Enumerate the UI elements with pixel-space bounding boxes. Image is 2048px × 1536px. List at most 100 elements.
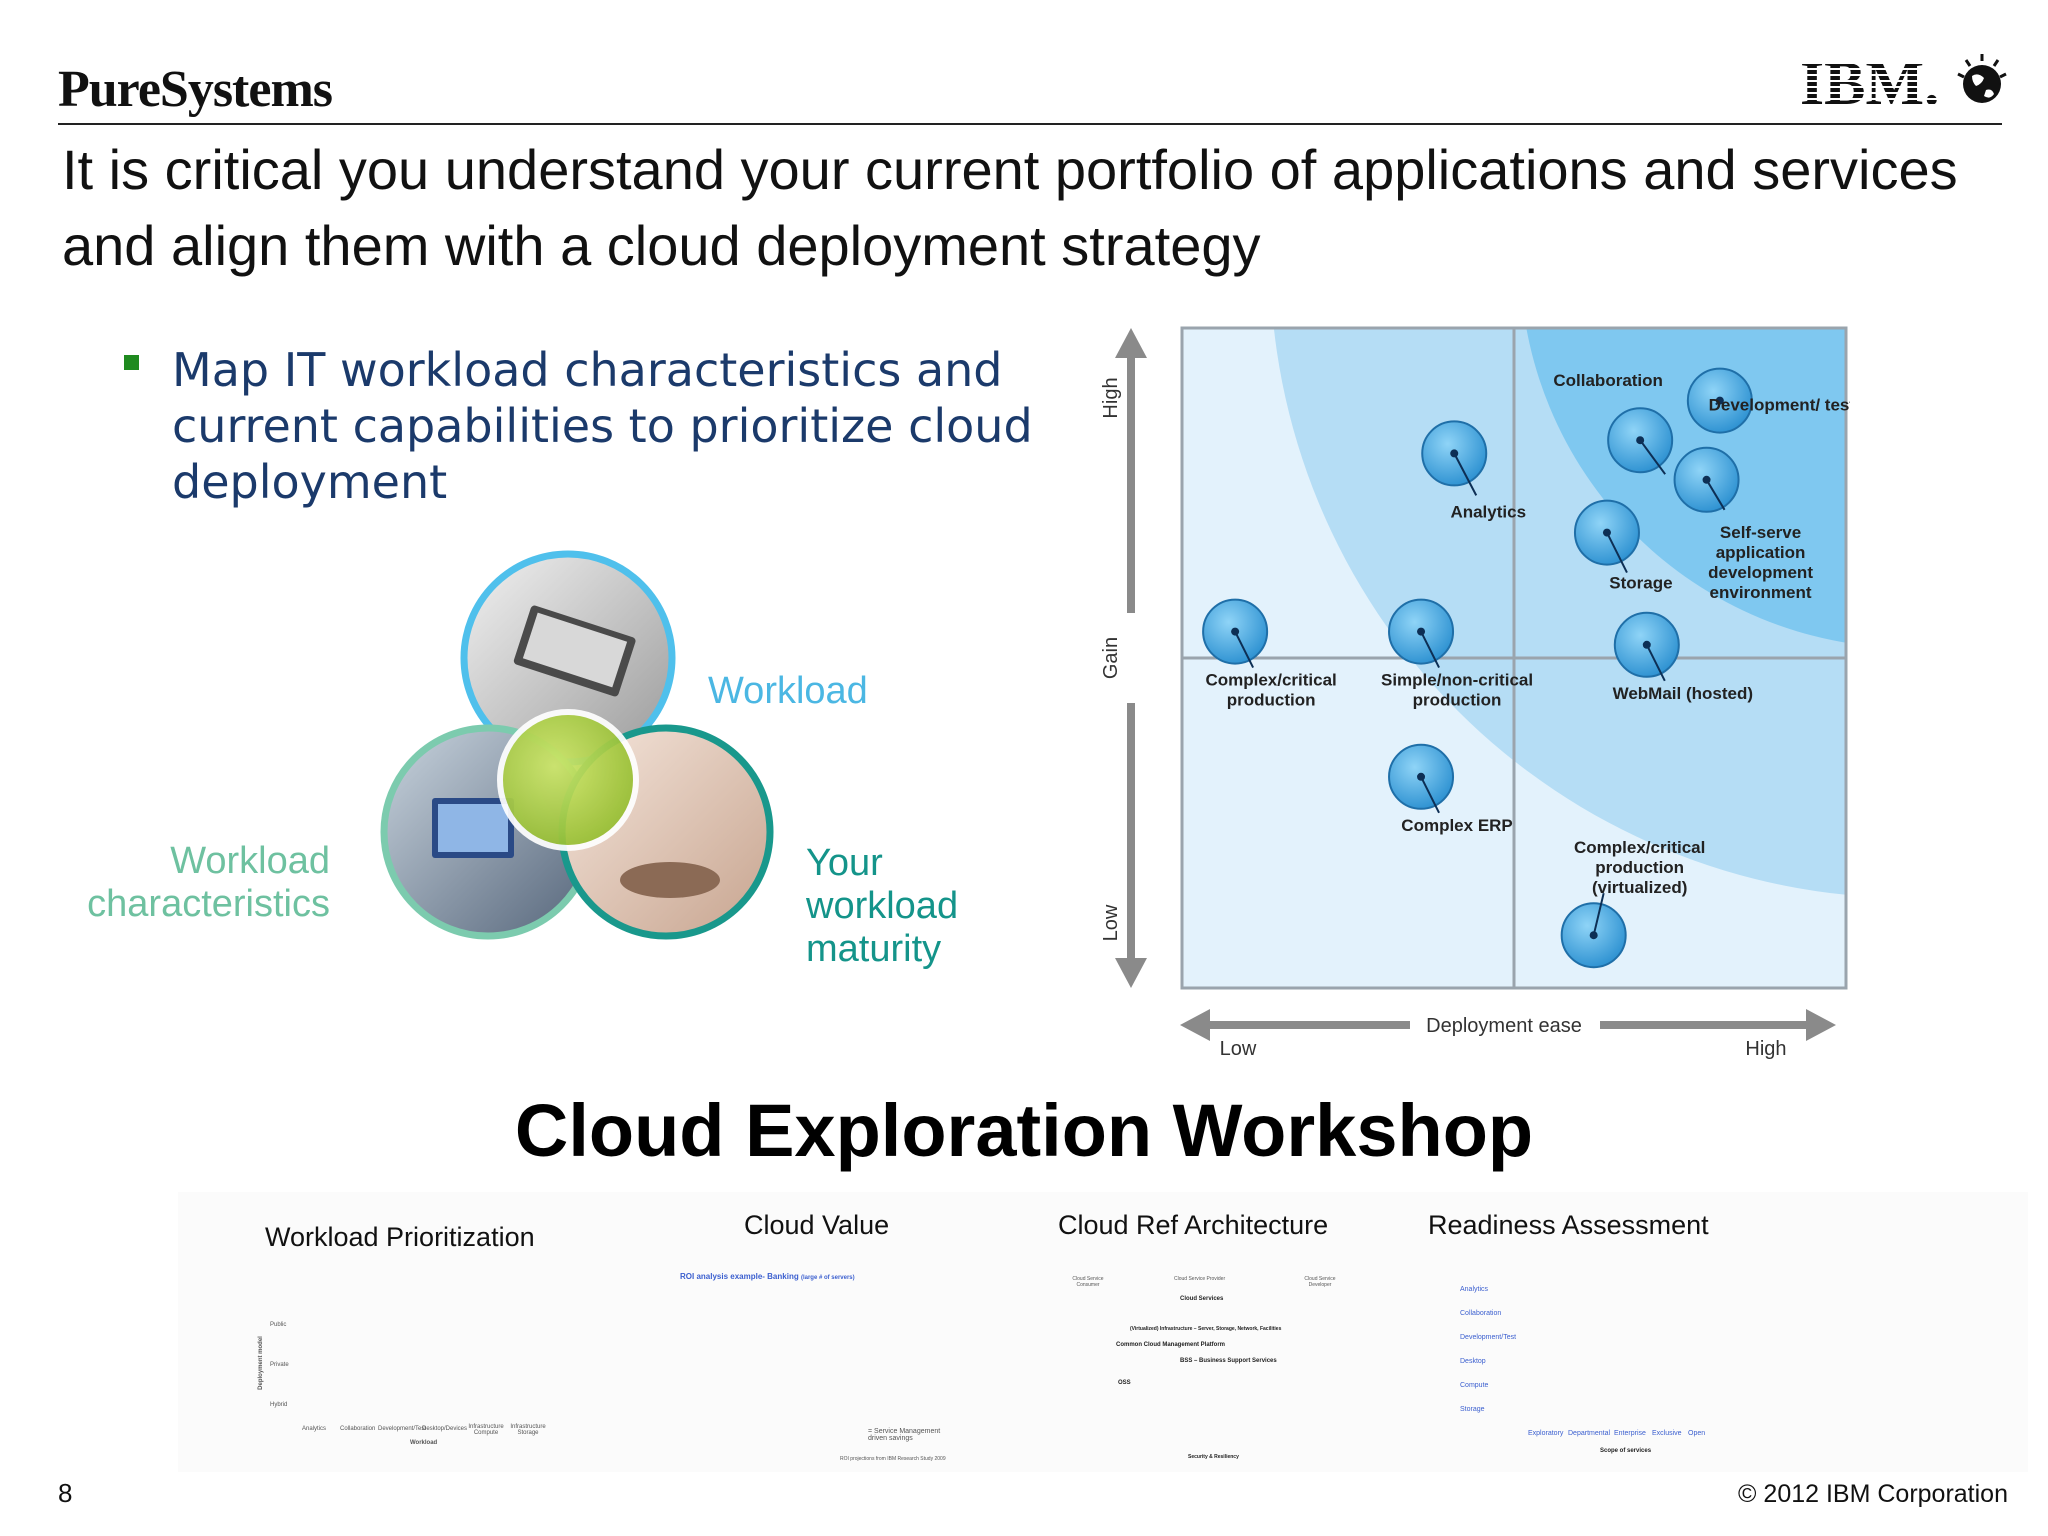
bullet-text: Map IT workload characteristics and curr… <box>172 343 1033 509</box>
page-number: 8 <box>58 1478 73 1508</box>
point-leader <box>1606 532 1628 574</box>
point-leader <box>1234 631 1255 669</box>
venn-label-characteristics: Workload characteristics <box>40 840 330 926</box>
workshop-thumbnails-band <box>178 1192 2028 1472</box>
point-label: Storage <box>1609 574 1672 593</box>
thumb1-xlabel: Workload <box>410 1440 438 1446</box>
thumb2-legend: = Service Management driven savings <box>868 1428 941 1442</box>
thumb4-col: Open <box>1688 1430 1706 1437</box>
thumb2-heading-note: (large # of servers) <box>800 1275 855 1281</box>
thumb1-col: Infrastructure Storage <box>510 1424 546 1436</box>
overlap-circle <box>497 709 639 851</box>
thumb1-col: Development/Test <box>378 1426 427 1432</box>
venn-label-maturity: Your workload maturity <box>806 842 958 971</box>
chart-point: Analytics <box>1421 420 1526 521</box>
chart-point: Complex ERP <box>1388 743 1513 835</box>
point-label: Complex ERP <box>1401 816 1512 835</box>
thumb3-col: Cloud Service Provider <box>1174 1276 1226 1282</box>
ibm-logo: IBM. <box>1800 50 2010 119</box>
venn-label-workload: Workload <box>708 670 868 712</box>
thumb4-row: Storage <box>1460 1406 1485 1413</box>
thumb1-col: Desktop/Devices <box>422 1426 468 1432</box>
thumb3-col: Cloud Service Consumer <box>1072 1276 1104 1288</box>
point-leader <box>1715 399 1721 406</box>
thumb4-col: Exclusive <box>1652 1430 1682 1437</box>
thumb-title-cloud-value: Cloud Value <box>744 1210 890 1240</box>
thumb-cloud-value: ROI analysis example- Banking (large # o… <box>670 1272 970 1472</box>
thumb4-row: Desktop <box>1460 1358 1486 1365</box>
point-leader <box>1645 644 1666 682</box>
point-label: Analytics <box>1450 502 1526 521</box>
thumb2-heading: ROI analysis example- Banking (large # o… <box>680 1272 855 1281</box>
point-label: WebMail (hosted) <box>1613 684 1753 703</box>
thumb3-cloud-services: Cloud Services <box>1180 1296 1224 1302</box>
workshop-title: Cloud Exploration Workshop <box>514 1089 1534 1172</box>
chart-point: Development/ test <box>1686 367 1855 434</box>
y-axis-arrowhead-up <box>1115 328 1147 358</box>
prioritization-chart: Gain High Low Deployment ease Low High C… <box>1090 318 1855 1083</box>
thumb4-col: Departmental <box>1568 1430 1611 1437</box>
venn-label-maturity-line3: maturity <box>806 928 942 970</box>
thumb1-ylabel: Deployment model <box>257 1336 264 1390</box>
venn-label-characteristics-line2: characteristics <box>87 883 330 925</box>
thumb1-col: Analytics <box>302 1426 327 1432</box>
y-axis-high-label: High <box>1100 377 1122 418</box>
point-center <box>1417 627 1426 636</box>
ibm-logo-text: IBM. <box>1800 52 1940 114</box>
x-axis-arrowhead-right <box>1806 1009 1836 1041</box>
point-leader <box>1592 892 1605 936</box>
bullet-marker <box>124 355 139 370</box>
thumb2-footer: ROI projections from IBM Research Study … <box>840 1456 946 1462</box>
thumb1-row: Private <box>270 1362 289 1368</box>
x-axis-label: Deployment ease <box>1426 1015 1582 1037</box>
thumb4-row: Collaboration <box>1460 1310 1502 1317</box>
point-label: Collaboration <box>1553 371 1663 390</box>
point-leader <box>1420 631 1440 669</box>
point-leader <box>1420 776 1440 814</box>
thumb3-col: Cloud Service Developer <box>1304 1276 1336 1288</box>
header-rule <box>58 123 2002 125</box>
workload-venn-diagram <box>370 550 790 995</box>
thumb2-heading-text: ROI analysis example- Banking <box>680 1272 799 1281</box>
thumb3-infra: (Virtualized) Infrastructure – Server, S… <box>1130 1326 1282 1332</box>
thumb-title-readiness-assessment: Readiness Assessment <box>1428 1210 1709 1240</box>
thumb3-bss: BSS – Business Support Services <box>1180 1358 1277 1364</box>
venn-label-maturity-line2: workload <box>806 885 959 927</box>
thumb4-xlabel: Scope of services <box>1600 1448 1652 1454</box>
point-leader <box>1639 439 1666 475</box>
chart-point: WebMail (hosted) <box>1613 611 1753 703</box>
chart-point: Collaboration <box>1553 371 1674 475</box>
chart-point: Storage <box>1573 499 1673 593</box>
thumb3-ccmp: Common Cloud Management Platform <box>1116 1342 1226 1348</box>
thumb4-col: Enterprise <box>1614 1430 1646 1437</box>
point-leader <box>1453 452 1478 496</box>
globe-icon <box>1957 54 2007 103</box>
x-axis-low-label: Low <box>1220 1038 1257 1060</box>
point-center <box>1231 627 1240 636</box>
point-leader <box>1705 479 1726 511</box>
x-axis-high-label: High <box>1745 1038 1786 1060</box>
thumb4-row: Compute <box>1460 1382 1489 1389</box>
point-center <box>1589 931 1598 940</box>
thumb1-row: Hybrid <box>270 1402 288 1408</box>
thumb4-row: Analytics <box>1460 1286 1489 1293</box>
y-axis-arrowhead-down <box>1115 958 1147 988</box>
point-label: Development/ test <box>1709 396 1850 415</box>
thumb-readiness-assessment: Analytics Collaboration Development/Test… <box>1448 1286 1748 1466</box>
x-axis-arrowhead-left <box>1180 1009 1210 1041</box>
slide-title: It is critical you understand your curre… <box>62 138 1958 277</box>
copyright: © 2012 IBM Corporation <box>1738 1480 2008 1508</box>
thumb1-col: Collaboration <box>340 1426 376 1432</box>
thumb4-row: Development/Test <box>1460 1334 1517 1341</box>
thumb3-oss: OSS <box>1118 1380 1131 1386</box>
thumb-workload-prioritization: Public Private Hybrid Deployment model A… <box>250 1300 570 1450</box>
thumb1-col: Infrastructure Compute <box>468 1424 504 1436</box>
thumb4-col: Exploratory <box>1528 1430 1564 1437</box>
thumb1-row: Public <box>270 1322 287 1328</box>
